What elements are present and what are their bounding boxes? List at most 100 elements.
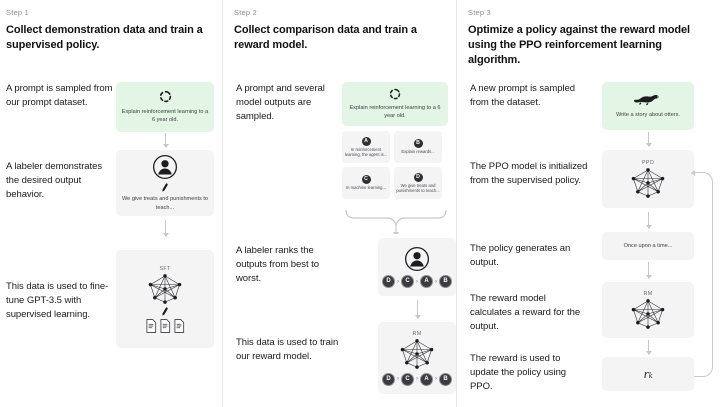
rank-badge-3: A <box>420 372 433 386</box>
step-1-art-3: SFT <box>116 250 214 348</box>
output-option-c: C In machine learning... <box>342 167 390 199</box>
ranking-row: D › C › A › B <box>382 372 452 386</box>
rank-badge-4: B <box>439 372 452 386</box>
prompt-text: Write a story about otters. <box>616 112 680 119</box>
rank-badge-2: C <box>401 275 414 288</box>
rm-model-box: RM D › C › A › B <box>378 322 456 394</box>
step-1-art-2: We give treats and punishments to teach.… <box>116 150 214 216</box>
column-divider-1 <box>222 0 223 407</box>
rank-separator: › <box>416 278 418 285</box>
rank-separator: › <box>435 278 437 285</box>
option-text: In machine learning... <box>345 185 387 191</box>
arrow-down <box>162 133 169 148</box>
step-3-title: Optimize a policy against the reward mod… <box>468 24 690 66</box>
column-divider-2 <box>456 0 457 407</box>
step-2-art-3: RM D › C › A › B <box>378 322 456 394</box>
arrow-down <box>645 212 652 229</box>
feedback-loop-arrow <box>691 169 713 377</box>
prompt-box-green: Explain reinforcement learning to a 6 ye… <box>342 82 448 126</box>
option-badge: A <box>361 136 371 146</box>
labeler-box: We give treats and punishments to teach.… <box>116 150 214 216</box>
rank-separator: › <box>435 376 437 382</box>
rank-badge-2: C <box>401 372 414 386</box>
prompt-box-green: Write a story about otters. <box>602 82 694 130</box>
rank-badge-3: A <box>420 275 433 288</box>
step-1-caption-3: This data is used to fine-tune GPT-3.5 w… <box>6 281 109 320</box>
step-2-label: Step 2 <box>234 8 257 17</box>
step-3-caption-2: The PPO model is initialized from the su… <box>470 161 588 186</box>
dashed-circle-icon <box>389 88 401 100</box>
output-text-box: Once upon a time... <box>602 232 694 260</box>
pen-icon <box>162 183 168 192</box>
sft-model-box: SFT <box>116 250 214 348</box>
prompt-text: Explain reinforcement learning to a 6 ye… <box>121 108 209 123</box>
step-1-label: Step 1 <box>6 8 29 17</box>
step-1-caption-2: A labeler demonstrates the desired outpu… <box>6 161 103 200</box>
neural-network-icon <box>400 338 434 369</box>
option-text: In reinforcement learning, the agent is.… <box>344 146 388 157</box>
rank-badge-1: D <box>382 372 395 386</box>
ranking-row: D › C › A › B <box>382 275 452 288</box>
labeler-rank-box: D › C › A › B <box>378 238 456 296</box>
option-text: Explain rewards... <box>401 149 435 155</box>
option-badge: D <box>413 172 423 182</box>
labeler-demo-text: We give treats and punishments to teach.… <box>121 196 209 211</box>
reward-formula-box: r k <box>602 357 694 391</box>
step-2-title: Collect comparison data and train a rewa… <box>234 24 417 51</box>
arrow-down <box>645 262 652 279</box>
grouping-brace-icon <box>345 209 447 234</box>
step-3-art-3: Once upon a time... <box>602 232 694 260</box>
neural-network-icon <box>148 273 182 304</box>
step-2-caption-1: A prompt and several model outputs are s… <box>236 83 325 122</box>
prompt-box-green: Explain reinforcement learning to a 6 ye… <box>116 82 214 132</box>
step-3-caption-5: The reward is used to update the policy … <box>470 353 567 392</box>
step-2-column: Step 2 Collect comparison data and train… <box>228 0 456 407</box>
model-tag: RM <box>412 330 422 337</box>
step-3-art-4: RM <box>602 282 694 338</box>
output-option-a: A In reinforcement learning, the agent i… <box>342 131 390 163</box>
arrow-down <box>414 300 421 319</box>
step-3-caption-3: The policy generates an output. <box>470 243 571 268</box>
step-2-caption-3: This data is used to train our reward mo… <box>236 337 339 362</box>
reward-subscript: k <box>648 371 653 380</box>
generated-output-text: Once upon a time... <box>623 242 673 249</box>
option-text: We give treats and punishments to teach.… <box>396 182 440 193</box>
step-2-art-1: Explain reinforcement learning to a 6 ye… <box>342 82 448 199</box>
rank-badge-1: D <box>382 275 395 288</box>
ppo-model-box: PPO <box>602 150 694 208</box>
model-tag: PPO <box>641 159 655 166</box>
output-option-d: D We give treats and punishments to teac… <box>394 167 442 199</box>
arrow-down <box>645 132 652 147</box>
arrow-down <box>645 340 652 355</box>
step-3-column: Step 3 Optimize a policy against the rew… <box>462 0 720 407</box>
step-3-label: Step 3 <box>468 8 491 17</box>
step-1-title: Collect demonstration data and train a s… <box>6 24 203 51</box>
reward-symbol: r <box>643 366 649 381</box>
documents-icon <box>145 318 185 333</box>
person-icon <box>404 246 430 272</box>
otter-icon <box>633 95 659 106</box>
rank-separator: › <box>397 376 399 382</box>
step-3-caption-4: The reward model calculates a reward for… <box>470 293 581 332</box>
rank-badge-4: B <box>439 275 452 288</box>
output-option-b: B Explain rewards... <box>394 131 442 163</box>
neural-network-icon <box>631 167 665 198</box>
step-3-art-1: Write a story about otters. <box>602 82 694 130</box>
neural-network-icon <box>631 298 665 329</box>
pen-icon <box>162 306 168 316</box>
step-3-art-5: r k <box>602 357 694 391</box>
dashed-circle-icon <box>159 90 171 103</box>
option-badge: B <box>413 139 423 149</box>
step-1-caption-1: A prompt is sampled from our prompt data… <box>6 83 113 108</box>
model-outputs-grid: A In reinforcement learning, the agent i… <box>342 131 448 199</box>
model-tag: SFT <box>159 265 171 272</box>
step-1-art-1: Explain reinforcement learning to a 6 ye… <box>116 82 214 132</box>
rank-separator: › <box>397 278 399 285</box>
model-tag: RM <box>643 290 653 297</box>
step-1-column: Step 1 Collect demonstration data and tr… <box>0 0 222 407</box>
rank-separator: › <box>416 376 418 382</box>
step-2-art-2: D › C › A › B <box>378 238 456 296</box>
option-badge: C <box>361 175 371 185</box>
step-3-caption-1: A new prompt is sampled from the dataset… <box>470 83 575 108</box>
